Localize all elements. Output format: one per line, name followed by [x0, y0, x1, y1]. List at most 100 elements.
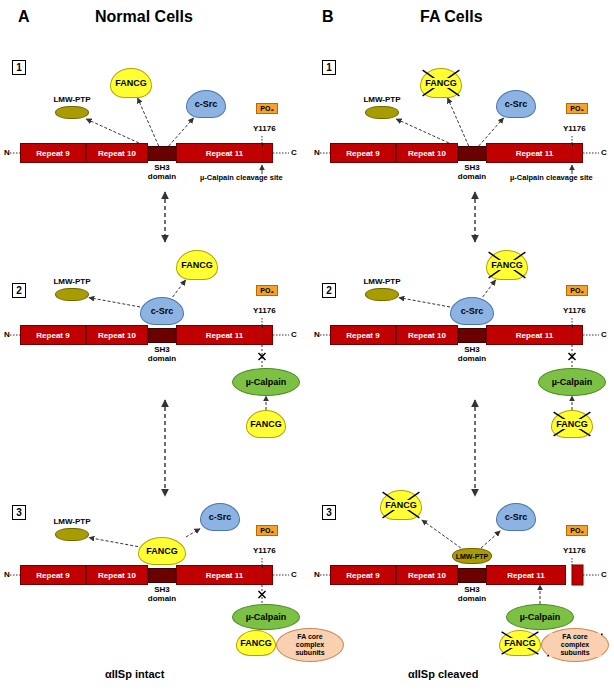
node-text: µ-Calpain [520, 612, 561, 622]
node-text: SH3 domain [452, 163, 492, 181]
node-text: Repeat 9 [346, 149, 379, 158]
y1176-marker [572, 318, 573, 325]
y1176-marker [262, 558, 263, 565]
node-text: Repeat 11 [516, 331, 553, 340]
transition-arrow [164, 400, 165, 496]
y1176-marker [572, 326, 573, 344]
terminus-label: C [601, 148, 607, 157]
transition-arrow [474, 400, 475, 496]
node-text: 1 [326, 62, 332, 73]
node-text: FANCG [503, 638, 537, 648]
interaction-arrow [540, 585, 541, 604]
cross-line [423, 70, 460, 96]
panel-number-box: 3 [12, 505, 26, 520]
sh3-domain: SH3 domain [148, 568, 176, 583]
spectrin-repeat: Repeat 11 [486, 565, 566, 585]
spectrin-repeat: Repeat 11 [176, 325, 273, 345]
phosphate-tag: PO₄ [566, 103, 588, 114]
panel-heading: FA Cells [420, 8, 483, 26]
node-text: Repeat 11 [206, 331, 243, 340]
panel-number-box: 1 [322, 60, 336, 75]
terminus-dots [320, 153, 330, 154]
spectrin-repeat: Repeat 11 [486, 325, 583, 345]
node-text: Repeat 10 [408, 331, 446, 340]
node-text: Repeat 11 [516, 149, 553, 158]
leader-arrow [572, 165, 573, 174]
node-text: Repeat 10 [98, 331, 136, 340]
terminus-label: C [601, 570, 607, 579]
fancg-protein: FANCG [138, 537, 186, 565]
node-text: Repeat 9 [36, 149, 69, 158]
node-text: PO₄ [570, 105, 583, 112]
node-text: Repeat 10 [98, 571, 136, 580]
residue-label: Y1176 [253, 546, 276, 555]
terminus-label: N [4, 148, 10, 157]
node-text: FA core complex subunits [549, 633, 601, 656]
residue-label: Y1176 [253, 124, 276, 133]
phosphate-tag: PO₄ [566, 525, 588, 536]
sh3-domain: SH3 domain [458, 328, 486, 343]
block-mark [259, 353, 266, 360]
cross-line [554, 412, 591, 436]
fancg-protein: FANCG [486, 250, 528, 280]
spectrin-repeat: Repeat 10 [86, 325, 148, 345]
node-text: LMW-PTP [53, 277, 90, 286]
calpain-protein: µ-Calpain [232, 368, 300, 396]
sh3-domain: SH3 domain [458, 568, 486, 583]
csrc-protein: c-Src [186, 90, 226, 118]
fancg-protein: FANCG [236, 630, 276, 656]
node-text: c-Src [151, 306, 174, 316]
node-text: µ-Calpain [246, 612, 287, 622]
node-text: c-Src [209, 512, 232, 522]
terminus-label: C [601, 330, 607, 339]
phosphate-tag: PO₄ [256, 525, 278, 536]
node-text: LMW-PTP [363, 277, 400, 286]
node-text: FANCG [424, 78, 458, 88]
fancg-protein: FANCG [246, 410, 286, 438]
node-text: FANCG [181, 260, 213, 270]
panel-number-box: 3 [322, 505, 336, 520]
transition-arrow [474, 192, 475, 242]
csrc-protein: c-Src [140, 297, 184, 325]
calpain-protein: µ-Calpain [232, 604, 300, 630]
node-text: LMW-PTP [363, 95, 400, 104]
spectrin-repeat: Repeat 9 [20, 565, 86, 585]
y1176-marker [262, 144, 263, 162]
lmw-ptp-protein: LMW-PTP [55, 288, 89, 301]
node-text: Repeat 10 [408, 571, 446, 580]
node-text: Repeat 9 [36, 571, 69, 580]
node-text: SH3 domain [142, 163, 182, 181]
node-text: SH3 domain [452, 345, 492, 363]
interaction-arrow [481, 531, 500, 548]
spectrin-repeat: Repeat 11 [176, 143, 273, 163]
calpain-protein: µ-Calpain [538, 368, 606, 396]
fa-core-complex: FA core complex subunits [541, 628, 609, 662]
panel-heading: Normal Cells [95, 8, 193, 26]
terminus-dots [10, 153, 20, 154]
node-text: Repeat 11 [507, 571, 544, 580]
node-text: µ-Calpain [246, 377, 287, 387]
node-text: Repeat 9 [346, 331, 379, 340]
y1176-marker [262, 326, 263, 344]
cross-line [489, 252, 526, 278]
phosphate-tag: PO₄ [256, 285, 278, 296]
terminus-dots [583, 575, 599, 576]
y1176-marker [262, 566, 263, 584]
y1176-marker [262, 136, 263, 143]
spectrin-repeat: Repeat 10 [396, 325, 458, 345]
residue-label: Y1176 [563, 306, 586, 315]
interaction-arrow [89, 298, 140, 307]
node-text: FANCG [146, 546, 178, 556]
interaction-arrow [572, 396, 573, 410]
csrc-protein: c-Src [496, 503, 536, 531]
panel-number-box: 1 [12, 60, 26, 75]
node-text: 2 [326, 285, 332, 296]
terminus-dots [320, 575, 330, 576]
terminus-label: N [4, 570, 10, 579]
residue-label: Y1176 [253, 306, 276, 315]
interaction-arrow [483, 280, 496, 297]
node-text: 3 [16, 507, 22, 518]
spectrin-repeat: Repeat 9 [20, 143, 86, 163]
terminus-dots [10, 575, 20, 576]
cross-line [423, 70, 460, 96]
